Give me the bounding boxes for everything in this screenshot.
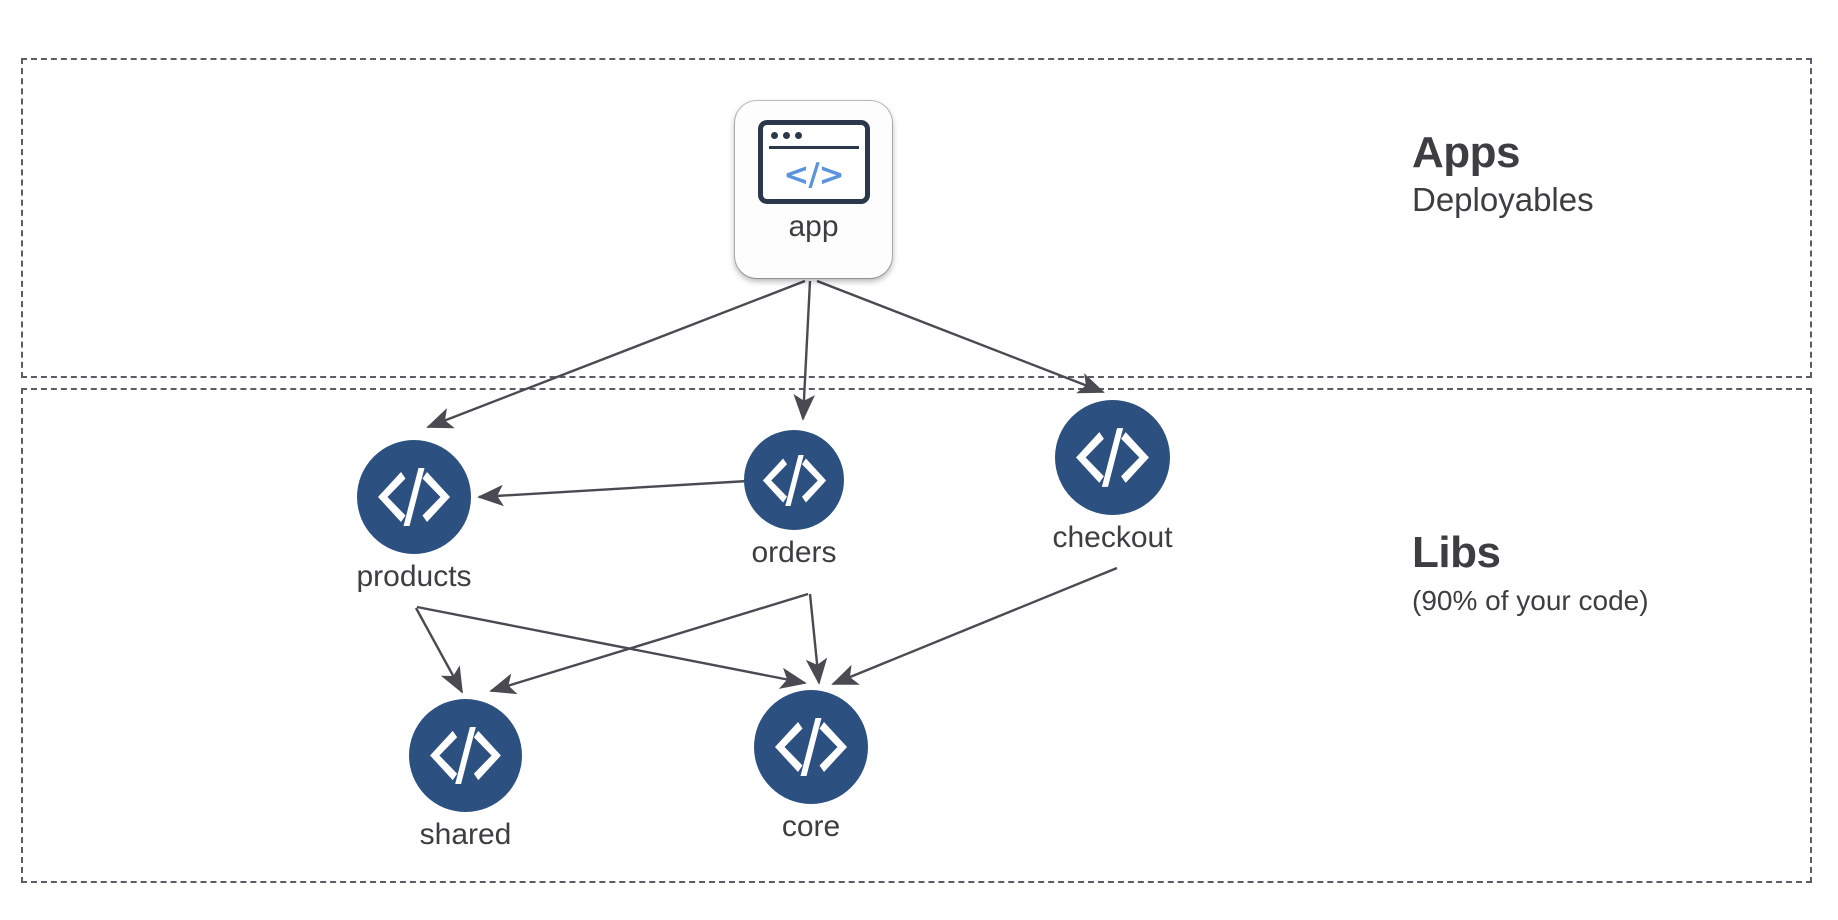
browser-code-icon: </> [757,120,870,204]
browser-dots-icon [770,132,802,139]
node-shared[interactable]: shared [409,699,522,850]
code-brackets-glyph: </> [783,157,844,193]
region-libs-title: Libs [1412,528,1501,577]
region-libs [21,388,1812,883]
node-core[interactable]: core [754,690,868,842]
node-orders[interactable]: orders [744,430,844,568]
region-apps-subtitle: Deployables [1412,180,1594,218]
code-brackets-icon [1055,400,1170,515]
code-brackets-icon [744,430,844,530]
node-core-label: core [781,810,841,843]
region-label-libs: Libs (90% of your code) [1412,528,1649,617]
node-orders-label: orders [751,536,837,569]
node-shared-label: shared [419,818,512,851]
code-brackets-icon [754,690,868,804]
node-checkout-label: checkout [1052,521,1173,554]
browser-titlebar-divider [768,146,859,149]
region-apps-title: Apps [1412,128,1520,177]
node-app-label: app [788,210,839,243]
code-brackets-icon [357,440,471,554]
node-checkout[interactable]: checkout [1052,400,1173,553]
node-products-label: products [356,560,472,593]
region-libs-subtitle: (90% of your code) [1412,584,1649,616]
node-app[interactable]: </> app [735,101,892,278]
code-brackets-icon [409,699,522,812]
node-products[interactable]: products [356,440,472,592]
region-label-apps: Apps Deployables [1412,128,1594,219]
